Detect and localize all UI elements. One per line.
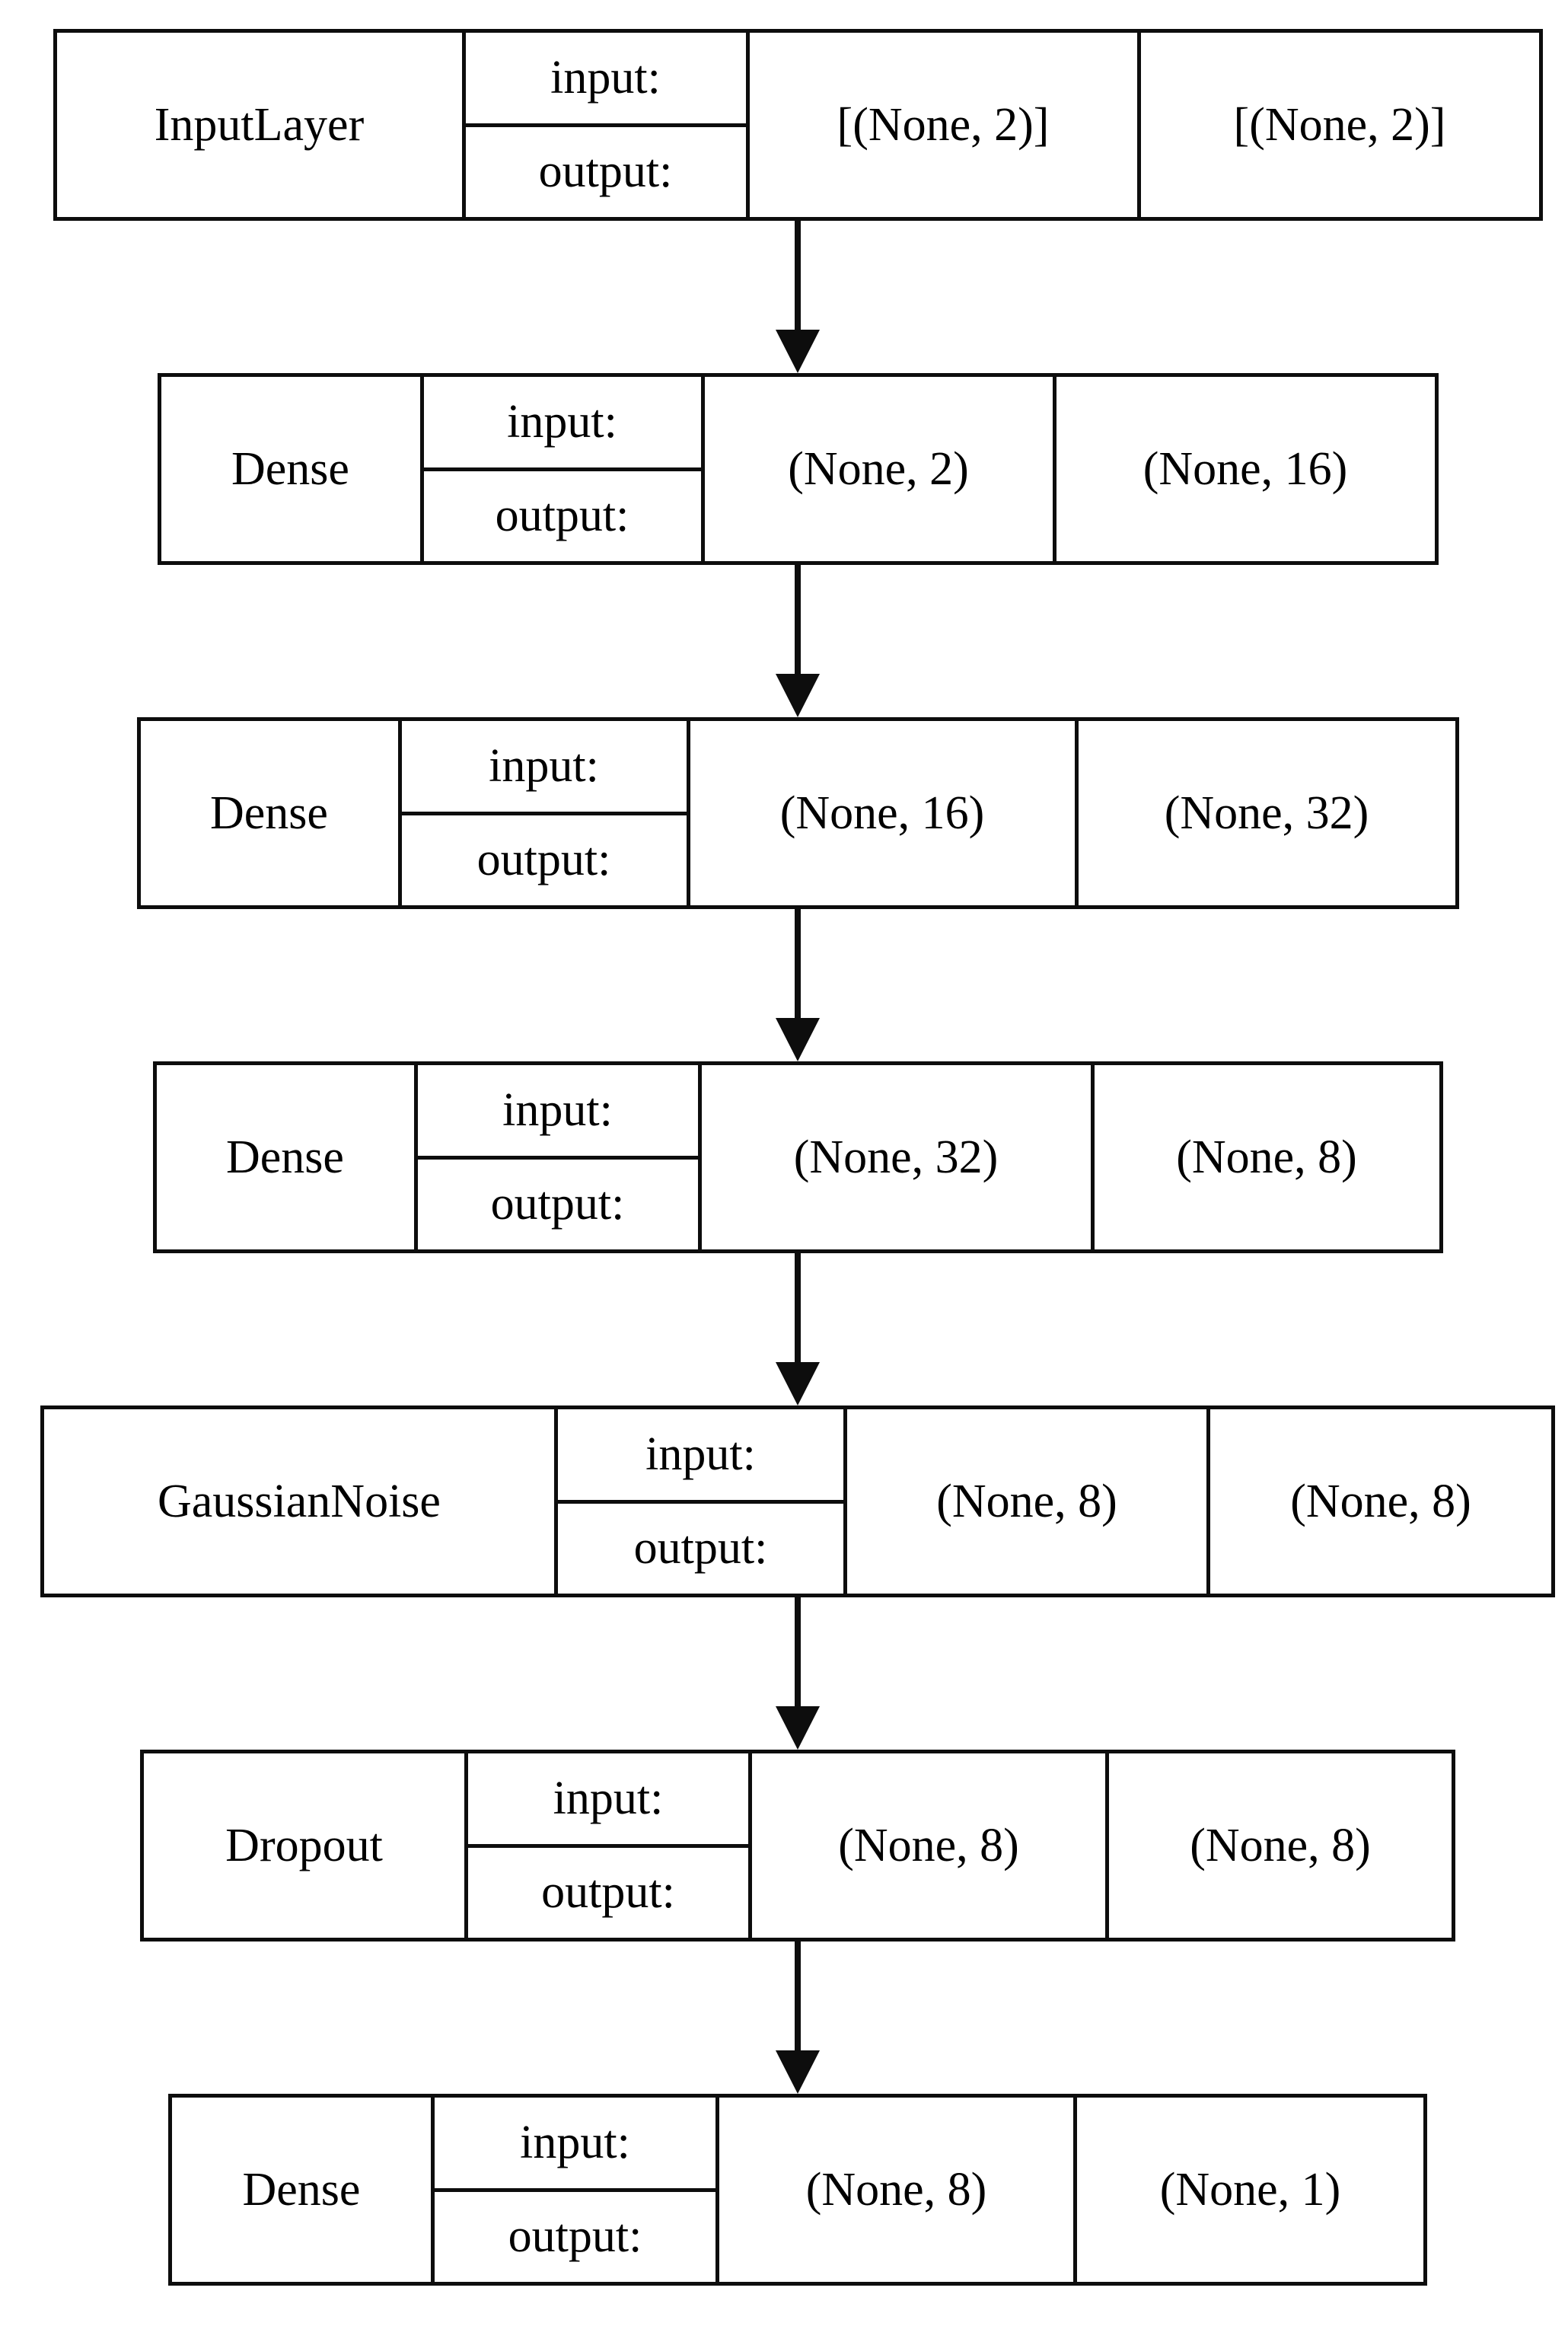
arrow-shaft [795, 221, 801, 331]
output-shape: (None, 32) [1074, 721, 1455, 905]
output-label: output: [538, 145, 673, 198]
input-shape: (None, 2) [700, 377, 1053, 561]
layer-node-dense-4: Dense input: output: (None, 8) (None, 1) [168, 2094, 1427, 2286]
layer-node-dense-2: Dense input: output: (None, 16) (None, 3… [136, 717, 1459, 909]
output-label: output: [476, 834, 611, 886]
output-label: output: [633, 1522, 768, 1575]
arrow-shaft [795, 565, 801, 675]
io-label-cell: input: output: [413, 1065, 698, 1249]
arrowhead-icon [776, 1018, 820, 1061]
input-label: input: [423, 377, 701, 471]
layer-node-inputlayer: InputLayer input: output: [(None, 2)] [(… [53, 29, 1543, 221]
arrow-shaft [795, 1597, 801, 1708]
io-label-cell: input: output: [464, 1753, 748, 1938]
edge-arrow [776, 1253, 820, 1405]
output-label: output: [495, 490, 629, 542]
input-label: input: [417, 1065, 698, 1160]
arrowhead-icon [776, 674, 820, 717]
edge-arrow [776, 1942, 820, 2094]
input-label: input: [468, 1753, 748, 1848]
output-label: output: [490, 1178, 625, 1230]
input-shape: (None, 8) [748, 1753, 1105, 1938]
input-shape: [(None, 2)] [745, 33, 1137, 217]
layer-name: InputLayer [154, 98, 365, 151]
output-label: output: [508, 2210, 642, 2263]
layer-name: Dense [231, 442, 349, 495]
output-label: output: [541, 1866, 675, 1919]
layer-node-gaussiannoise: GaussianNoise input: output: (None, 8) (… [40, 1405, 1555, 1597]
arrow-shaft [795, 1942, 801, 2052]
input-shape: (None, 8) [715, 2098, 1073, 2282]
layer-name: GaussianNoise [158, 1475, 441, 1527]
layer-name: Dense [210, 787, 328, 839]
layer-node-dense-1: Dense input: output: (None, 2) (None, 16… [157, 373, 1439, 565]
arrow-shaft [795, 909, 801, 1019]
layer-node-dense-3: Dense input: output: (None, 32) (None, 8… [152, 1061, 1443, 1253]
input-shape: (None, 16) [686, 721, 1075, 905]
arrowhead-icon [776, 1706, 820, 1750]
output-shape: (None, 16) [1052, 377, 1435, 561]
edge-arrow [776, 909, 820, 1061]
input-label: input: [465, 33, 746, 127]
input-shape: (None, 32) [697, 1065, 1091, 1249]
io-label-cell: input: output: [419, 377, 701, 561]
io-label-cell: input: output: [461, 33, 746, 217]
output-shape: (None, 8) [1090, 1065, 1439, 1249]
edge-arrow [776, 565, 820, 717]
output-shape: (None, 1) [1073, 2098, 1423, 2282]
io-label-cell: input: output: [397, 721, 687, 905]
input-label: input: [558, 1409, 843, 1504]
output-shape: [(None, 2)] [1136, 33, 1539, 217]
input-label: input: [435, 2098, 715, 2192]
edge-arrow [776, 221, 820, 373]
input-shape: (None, 8) [843, 1409, 1206, 1594]
arrowhead-icon [776, 2050, 820, 2094]
io-label-cell: input: output: [554, 1409, 843, 1594]
layer-name: Dropout [225, 1819, 383, 1871]
edge-arrow [776, 1597, 820, 1750]
output-shape: (None, 8) [1206, 1409, 1551, 1594]
layer-name: Dense [242, 2163, 361, 2216]
output-shape: (None, 8) [1105, 1753, 1452, 1938]
arrowhead-icon [776, 1362, 820, 1405]
layer-node-dropout: Dropout input: output: (None, 8) (None, … [140, 1750, 1455, 1942]
arrowhead-icon [776, 330, 820, 373]
layer-name: Dense [226, 1131, 344, 1183]
arrow-shaft [795, 1253, 801, 1364]
input-label: input: [401, 721, 687, 815]
io-label-cell: input: output: [431, 2098, 715, 2282]
